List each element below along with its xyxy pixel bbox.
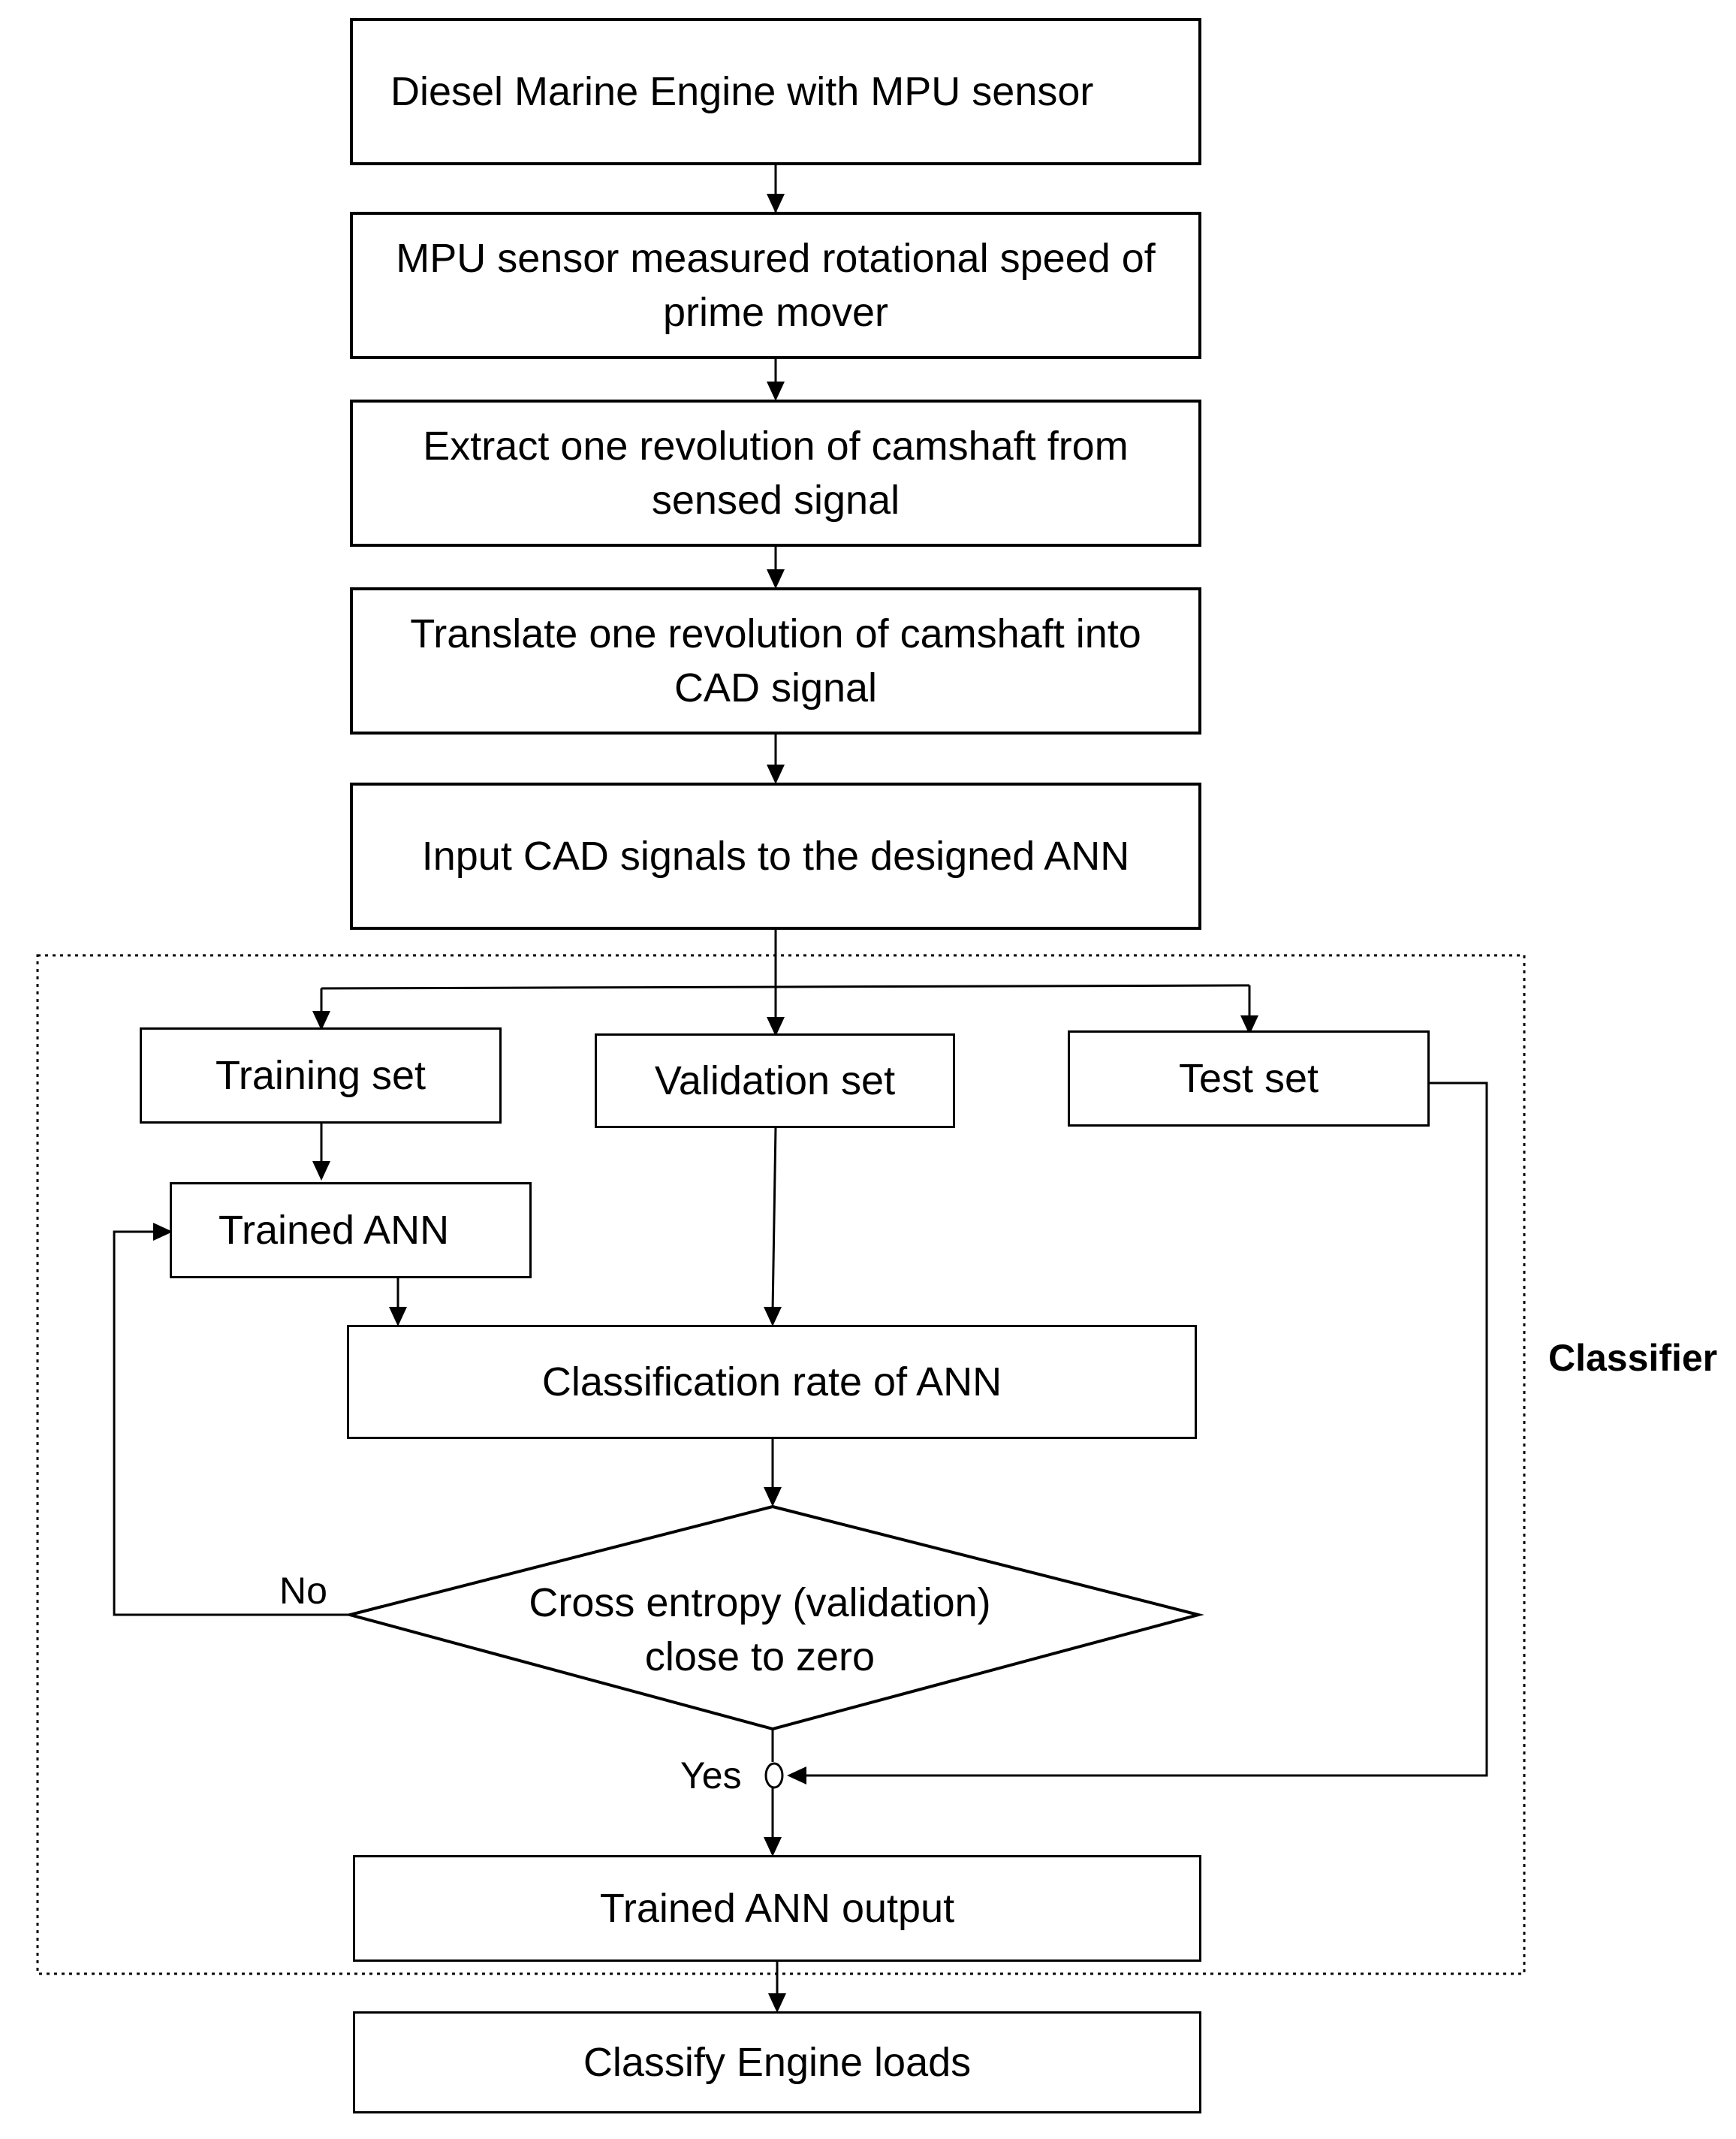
loop-no — [113, 1230, 350, 1616]
translate-box: Translate one revolution of camshaft int… — [350, 587, 1201, 735]
sensor-box: MPU sensor measured rotational speed of … — [350, 212, 1201, 359]
yes-label: Yes — [680, 1754, 742, 1797]
validation-set-label: Validation set — [654, 1058, 896, 1103]
extract-box: Extract one revolution of camshaft from … — [350, 400, 1201, 547]
classification-rate-label: Classification rate of ANN — [541, 1359, 1002, 1404]
line-test-to-junction — [796, 1082, 1488, 1777]
trained-ann-box: Trained ANN — [170, 1182, 532, 1278]
trained-ann-output-label: Trained ANN output — [599, 1886, 955, 1931]
classify-box: Classify Engine loads — [353, 2011, 1201, 2113]
decision-diamond — [344, 1504, 1204, 1731]
sensor-label-line2: prime mover — [662, 290, 889, 335]
branch-horizontal — [321, 984, 1250, 990]
classify-label: Classify Engine loads — [583, 2040, 972, 2085]
trained-ann-output-box: Trained ANN output — [353, 1855, 1201, 1962]
no-label: No — [279, 1570, 327, 1612]
classifier-label: Classifier — [1548, 1337, 1718, 1379]
translate-label-line1: Translate one revolution of camshaft int… — [410, 611, 1141, 656]
decision-label-line2: close to zero — [644, 1634, 876, 1679]
classifier-region — [36, 954, 1526, 1975]
training-set-label: Training set — [215, 1053, 426, 1098]
extract-label-line2: sensed signal — [651, 478, 900, 523]
input-box: Input CAD signals to the designed ANN — [350, 783, 1201, 930]
engine-box: Diesel Marine Engine with MPU sensor — [350, 18, 1201, 165]
trained-ann-label: Trained ANN — [219, 1208, 450, 1253]
arrow-validation-to-classification — [771, 1126, 777, 1312]
test-set-box: Test set — [1068, 1030, 1430, 1127]
classification-rate-box: Classification rate of ANN — [347, 1325, 1197, 1439]
translate-label-line2: CAD signal — [674, 665, 878, 710]
decision-text: Cross entropy (validation) close to zero — [460, 1576, 1060, 1684]
extract-label-line1: Extract one revolution of camshaft from — [423, 424, 1129, 469]
input-label: Input CAD signals to the designed ANN — [421, 834, 1130, 879]
engine-label: Diesel Marine Engine with MPU sensor — [390, 69, 1094, 114]
validation-set-box: Validation set — [595, 1033, 955, 1128]
junction-connector — [764, 1762, 784, 1789]
sensor-label-line1: MPU sensor measured rotational speed of — [396, 236, 1156, 281]
test-set-label: Test set — [1178, 1056, 1319, 1101]
arrowheads — [153, 194, 1258, 2013]
training-set-box: Training set — [140, 1027, 502, 1124]
decision-label-line1: Cross entropy (validation) — [529, 1580, 991, 1625]
